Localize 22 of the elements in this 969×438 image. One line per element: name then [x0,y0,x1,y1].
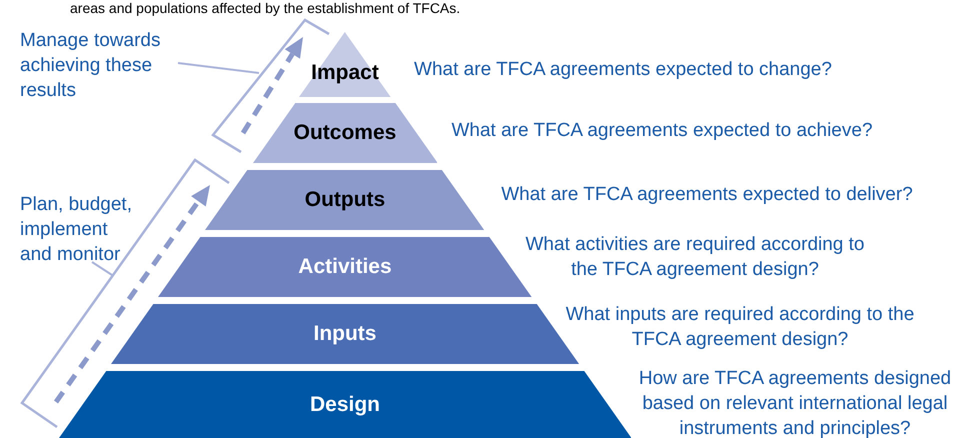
side-note: Manage towards achieving these results [20,28,190,103]
pyramid-tier [252,103,438,163]
tier-label: Design [310,392,380,416]
leader-line [178,62,260,74]
question-text: What are TFCA agreements expected to achieve? [450,119,874,143]
side-note: Plan, budget, implement and monitor [20,192,132,267]
pyramid-tier [58,371,632,438]
pyramid-tier [205,170,485,230]
leader-line [91,261,113,276]
question-text: What inputs are required according to the TFCA agreement design? [564,303,916,352]
tier-label: Outcomes [294,121,396,145]
question-text: What are TFCA agreements expected to change? [413,58,833,82]
question-text: What are TFCA agreements expected to deliver? [500,183,914,207]
tier-label: Inputs [313,322,376,346]
tier-label: Outputs [304,188,386,212]
intro-text: areas and populations affected by the establishment of TFCAs. [70,0,460,17]
tier-label: Impact [311,60,379,84]
bracket [20,158,230,428]
question-text: How are TFCA agreements designed based on relevant international legal instruments and principles? [638,367,952,438]
question-text: What activities are required according to the TFCA agreement design? [524,233,866,282]
pyramid-tier [299,32,391,97]
tier-label: Activities [298,255,392,279]
